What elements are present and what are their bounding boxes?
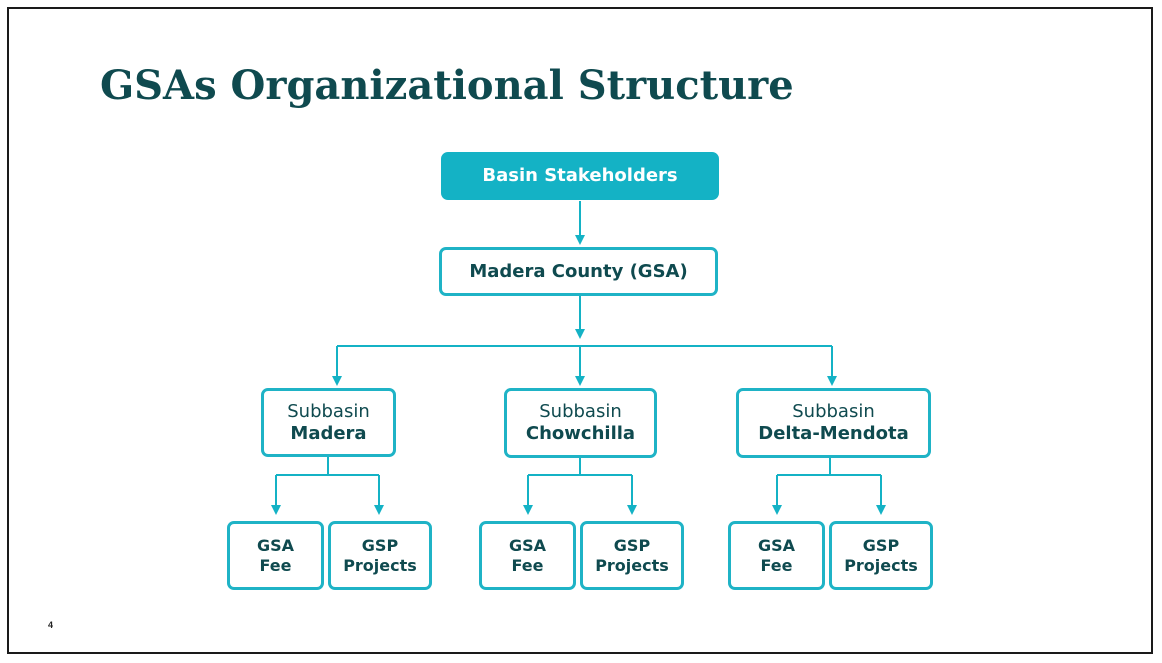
- delta-mendota-gsa-fee-line2: Fee: [760, 555, 793, 575]
- chowchilla-gsp-projects-line1: GSP: [613, 535, 651, 555]
- subbasin-chowchilla-node: Subbasin Chowchilla: [504, 388, 657, 458]
- basin-stakeholders-node: Basin Stakeholders: [441, 152, 719, 200]
- delta-mendota-gsa-fee-line1: GSA: [757, 535, 796, 555]
- madera-gsp-projects-line1: GSP: [361, 535, 399, 555]
- madera-county-gsa-node: Madera County (GSA): [439, 247, 718, 296]
- subbasin-delta-mendota-name: Delta-Mendota: [758, 423, 909, 444]
- chowchilla-gsp-projects-node: GSP Projects: [580, 521, 684, 590]
- madera-gsa-fee-line2: Fee: [259, 555, 292, 575]
- madera-gsa-fee-line1: GSA: [256, 535, 295, 555]
- subbasin-madera-prefix: Subbasin: [287, 400, 370, 422]
- basin-stakeholders-label: Basin Stakeholders: [482, 165, 678, 186]
- delta-mendota-gsp-projects-line2: Projects: [844, 555, 918, 575]
- chowchilla-gsa-fee-line2: Fee: [511, 555, 544, 575]
- delta-mendota-gsp-projects-node: GSP Projects: [829, 521, 933, 590]
- delta-mendota-gsp-projects-line1: GSP: [862, 535, 900, 555]
- chowchilla-gsa-fee-node: GSA Fee: [479, 521, 576, 590]
- chowchilla-gsp-projects-line2: Projects: [595, 555, 669, 575]
- page-number: 4: [48, 620, 54, 630]
- page-title: GSAs Organizational Structure: [100, 62, 794, 109]
- subbasin-chowchilla-name: Chowchilla: [525, 423, 636, 444]
- subbasin-madera-name: Madera: [290, 422, 367, 444]
- madera-county-gsa-label: Madera County (GSA): [469, 260, 688, 282]
- subbasin-delta-mendota-prefix: Subbasin: [792, 401, 875, 422]
- madera-gsp-projects-line2: Projects: [343, 555, 417, 575]
- chowchilla-gsa-fee-line1: GSA: [508, 535, 547, 555]
- subbasin-chowchilla-prefix: Subbasin: [539, 401, 622, 422]
- madera-gsa-fee-node: GSA Fee: [227, 521, 324, 590]
- delta-mendota-gsa-fee-node: GSA Fee: [728, 521, 825, 590]
- subbasin-delta-mendota-node: Subbasin Delta-Mendota: [736, 388, 931, 458]
- madera-gsp-projects-node: GSP Projects: [328, 521, 432, 590]
- subbasin-madera-node: Subbasin Madera: [261, 388, 396, 457]
